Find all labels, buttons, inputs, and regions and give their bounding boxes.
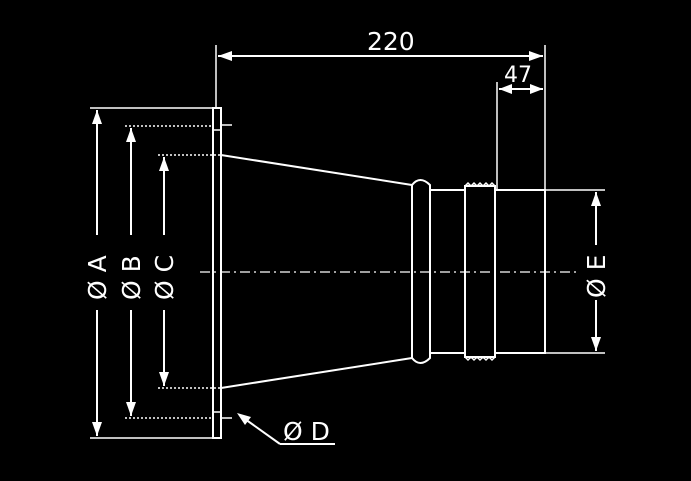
bead-ring bbox=[411, 179, 465, 364]
dia-c-label: Ø C bbox=[150, 255, 179, 300]
flange-plate bbox=[212, 107, 232, 439]
dia-e-label: Ø E bbox=[582, 255, 611, 298]
reducer-cone bbox=[220, 154, 413, 389]
dimension-dia-c: Ø C bbox=[150, 157, 179, 386]
dimension-overall-length: 220 bbox=[218, 27, 543, 61]
dimension-dia-e: Ø E bbox=[545, 189, 611, 354]
dimension-dia-a: Ø A bbox=[83, 110, 112, 436]
spigot-length-label: 47 bbox=[504, 63, 532, 88]
dia-b-label: Ø B bbox=[117, 255, 146, 300]
dimension-dia-d: Ø D bbox=[237, 413, 335, 446]
overall-length-label: 220 bbox=[367, 27, 415, 56]
dia-d-label: Ø D bbox=[283, 417, 330, 446]
dia-a-label: Ø A bbox=[83, 255, 112, 300]
dimension-spigot-length: 47 bbox=[499, 63, 543, 94]
dimension-dia-b: Ø B bbox=[117, 128, 146, 416]
